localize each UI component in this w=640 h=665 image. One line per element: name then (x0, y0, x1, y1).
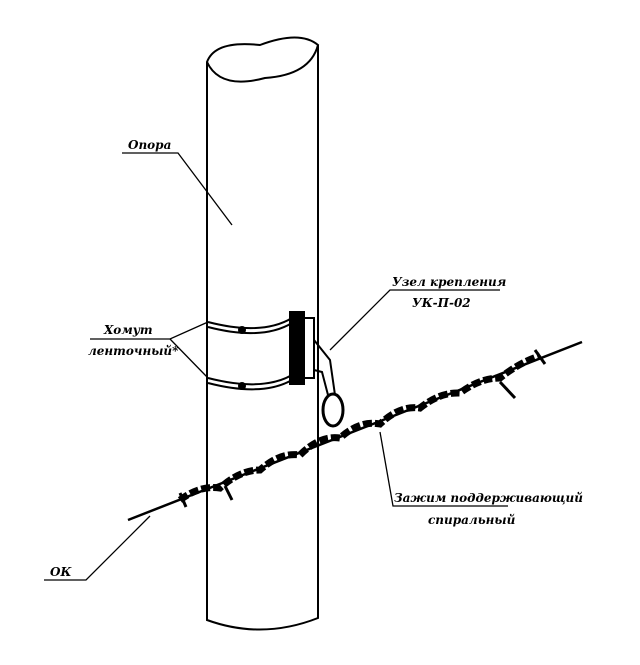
label-pole: Опора (128, 138, 171, 152)
label-band-clamp-2: ленточный* (88, 344, 179, 358)
band-clamps (207, 317, 293, 391)
label-mount-1: Узел крепления (392, 275, 506, 289)
pole (205, 36, 320, 631)
optical-cable (127, 340, 583, 522)
leader-lines (44, 152, 508, 581)
label-spiral-1: Зажим поддерживающий (394, 491, 583, 505)
label-mount-2: УК-П-02 (412, 296, 471, 310)
mount-bracket (289, 311, 345, 428)
label-band-clamp-1: Хомут (103, 323, 153, 337)
label-spiral-2: спиральный (428, 513, 516, 527)
label-cable: ОК (50, 565, 72, 579)
